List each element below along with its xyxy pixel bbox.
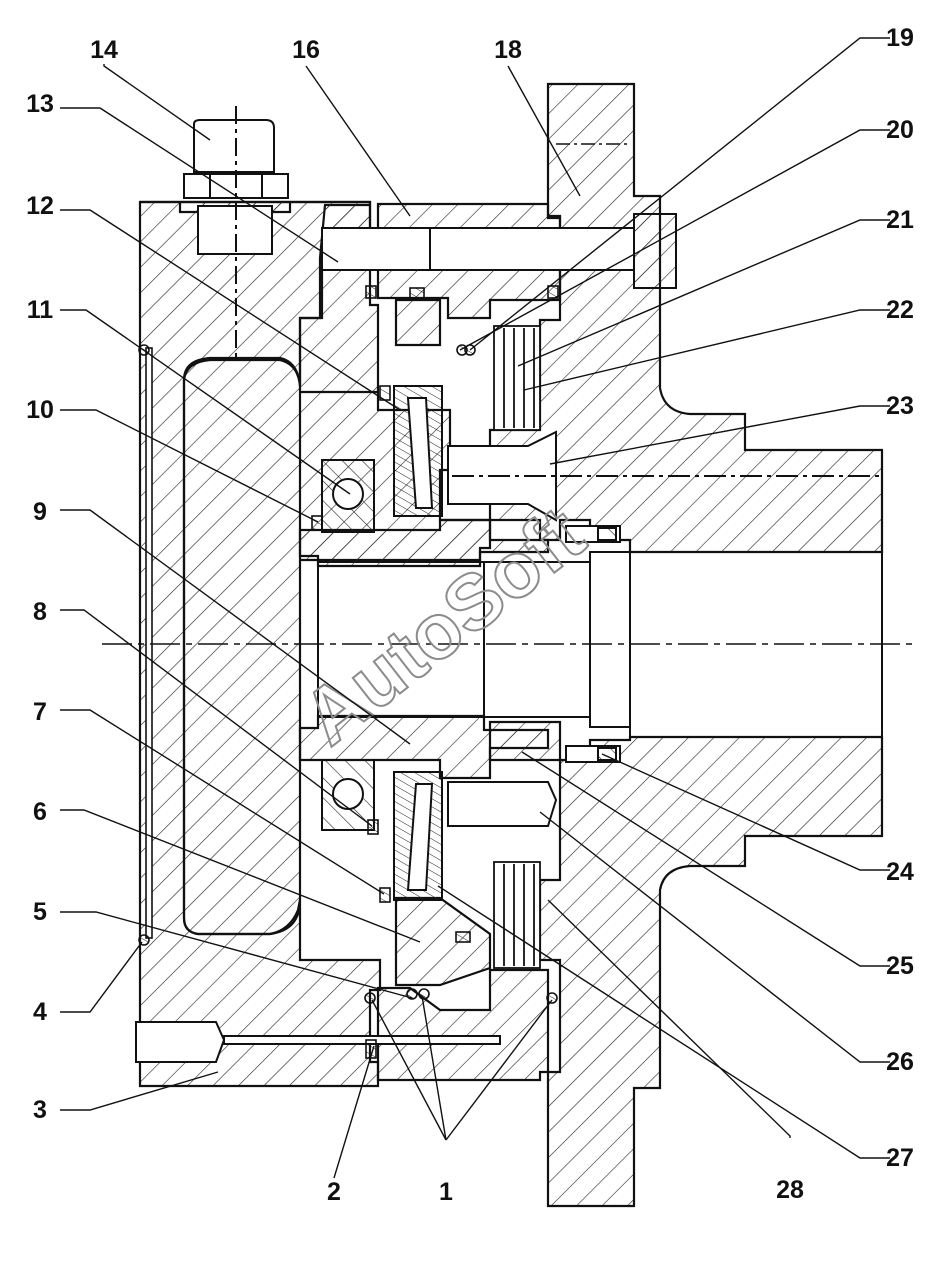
leader-18 xyxy=(507,65,581,197)
callout-14: 14 xyxy=(90,36,118,64)
cover-plate-bottom xyxy=(376,968,550,1082)
leader-20 xyxy=(459,129,890,351)
leader-25 xyxy=(521,751,890,967)
leader-10 xyxy=(60,409,319,523)
callout-27: 27 xyxy=(886,1144,914,1172)
shaft-seal-bottom xyxy=(565,745,621,763)
leader-11 xyxy=(60,309,351,495)
friction-disc-top xyxy=(393,385,443,517)
plug-fitting xyxy=(183,106,289,360)
spring-pack-bottom xyxy=(493,861,541,969)
oil-passage xyxy=(135,1021,501,1063)
spring-pack-top xyxy=(493,325,541,431)
leader-1a xyxy=(371,999,447,1141)
leader-6 xyxy=(60,809,421,943)
callout-7: 7 xyxy=(33,698,47,726)
callout-9: 9 xyxy=(33,498,47,526)
leader-26 xyxy=(539,811,890,1063)
callout-23: 23 xyxy=(886,392,914,420)
leader-16 xyxy=(305,65,411,217)
callout-8: 8 xyxy=(33,598,47,626)
shaft-bore xyxy=(317,551,883,738)
guide-pin-bottom xyxy=(447,781,558,827)
callout-5: 5 xyxy=(33,898,47,926)
callout-26: 26 xyxy=(886,1048,914,1076)
callout-3: 3 xyxy=(33,1096,47,1124)
callout-21: 21 xyxy=(886,206,914,234)
callout-4: 4 xyxy=(33,998,47,1026)
shaft-seal-top xyxy=(565,525,621,543)
leader-12 xyxy=(60,209,401,411)
callout-22: 22 xyxy=(886,296,914,324)
leader-24 xyxy=(601,753,890,871)
callout-6: 6 xyxy=(33,798,47,826)
leader-lines xyxy=(60,37,890,1179)
callout-18: 18 xyxy=(494,36,522,64)
callout-19: 19 xyxy=(886,24,914,52)
piston-part xyxy=(394,298,492,987)
leader-5 xyxy=(60,911,413,999)
callout-11: 11 xyxy=(27,296,54,324)
leader-28 xyxy=(547,899,791,1138)
callout-labels: 14 13 12 11 10 9 8 7 6 5 4 3 16 18 19 20… xyxy=(26,24,914,1206)
leader-9 xyxy=(60,509,411,745)
leader-8 xyxy=(60,609,373,827)
callout-16: 16 xyxy=(292,36,320,64)
callout-24: 24 xyxy=(886,858,914,886)
leader-23 xyxy=(549,405,890,465)
through-bolt xyxy=(321,213,677,289)
guide-pin-top xyxy=(447,430,880,522)
callout-1: 1 xyxy=(439,1178,453,1206)
callout-13: 13 xyxy=(26,90,54,118)
leader-22 xyxy=(523,309,890,391)
leader-1c xyxy=(445,999,553,1141)
callout-2: 2 xyxy=(327,1178,341,1206)
o-rings xyxy=(138,285,559,1059)
leader-7 xyxy=(60,709,385,895)
callout-20: 20 xyxy=(886,116,914,144)
leader-14 xyxy=(103,64,211,141)
leader-4 xyxy=(60,941,143,1013)
leader-3 xyxy=(60,1071,219,1111)
flange-hub-part xyxy=(488,82,884,1208)
ball-bearing-top xyxy=(321,459,375,533)
callout-12: 12 xyxy=(26,192,54,220)
leader-13 xyxy=(60,107,339,263)
leader-19 xyxy=(469,37,890,351)
leader-21 xyxy=(517,219,890,367)
callout-28: 28 xyxy=(776,1176,804,1204)
leader-1b xyxy=(421,995,447,1141)
callout-25: 25 xyxy=(886,952,914,980)
callout-10: 10 xyxy=(26,396,54,424)
leader-2 xyxy=(333,1045,375,1179)
leader-27 xyxy=(437,885,890,1159)
friction-disc-bottom xyxy=(393,771,443,901)
